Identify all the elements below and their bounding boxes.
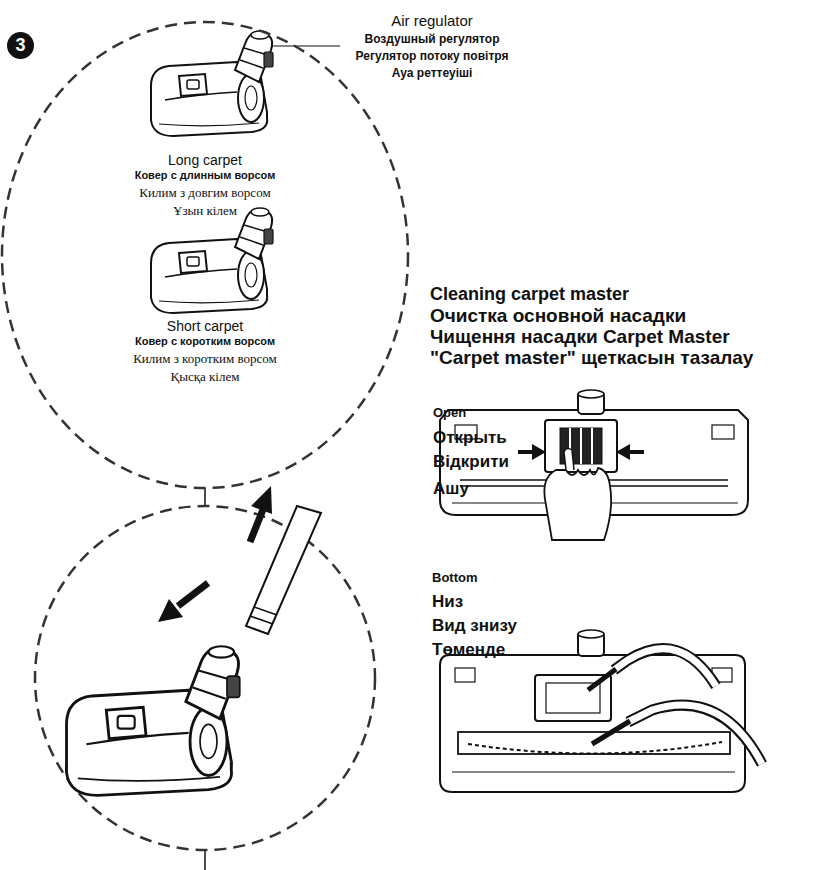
- arrow-up-head: [251, 486, 272, 514]
- setting-label: Long carpet: [168, 152, 242, 168]
- setting-label: Қысқа кілем: [171, 370, 240, 385]
- nozzle-long-carpet: [151, 31, 273, 136]
- tube-ring: [254, 607, 277, 615]
- nozzle: [67, 646, 240, 795]
- bracket-line: [204, 488, 206, 507]
- setting-label: Ковер с коротким ворсом: [135, 335, 275, 348]
- arrow-down-head: [158, 599, 183, 622]
- view-label: Төменде: [432, 640, 505, 660]
- callout-number-text: 3: [15, 35, 25, 56]
- tube: [246, 506, 321, 634]
- setting-label: Килим з довгим ворсом: [139, 186, 270, 201]
- setting-label: Ұзын кілем: [173, 204, 237, 219]
- arrow-down: [178, 583, 208, 606]
- dashed-outline: [2, 22, 408, 488]
- setting-label: Ковер с длинным ворсом: [135, 169, 276, 182]
- part-label: Воздушный регулятор: [365, 33, 500, 47]
- arrow-up: [250, 507, 264, 542]
- detail-circle: Long carpetКовер с длинным ворсомКилим з…: [0, 20, 410, 490]
- detail-circle: [35, 506, 375, 850]
- step-label: Открыть: [433, 428, 507, 448]
- view-label: Вид знизу: [432, 616, 517, 636]
- callout-number: 3: [7, 32, 34, 59]
- step-label: Відкрити: [433, 452, 509, 472]
- section-heading: Чищення насадки Carpet Master: [430, 326, 730, 348]
- nozzle-short-carpet: [151, 208, 273, 313]
- part-label: Ауа реттеуіші: [392, 67, 473, 81]
- step-label: Ашу: [433, 479, 469, 499]
- setting-label: Short carpet: [167, 318, 243, 334]
- view-label: Низ: [432, 592, 463, 612]
- step-label: Open: [433, 406, 466, 421]
- section-heading: "Carpet master" щеткасын тазалау: [430, 347, 753, 369]
- tube-ring: [250, 616, 273, 624]
- section-heading: Очистка основной насадки: [430, 305, 686, 327]
- callout-disc: [7, 32, 34, 59]
- leader-line: [272, 45, 340, 46]
- section-heading: Cleaning carpet master: [430, 284, 629, 305]
- setting-label: Килим з коротким ворсом: [133, 352, 277, 367]
- view-label: Bottom: [432, 571, 478, 586]
- bracket-line: [204, 849, 206, 870]
- node-outline: [0, 20, 410, 490]
- part-label: Air regulator: [391, 12, 473, 29]
- part-label: Регулятор потоку повітря: [356, 50, 509, 64]
